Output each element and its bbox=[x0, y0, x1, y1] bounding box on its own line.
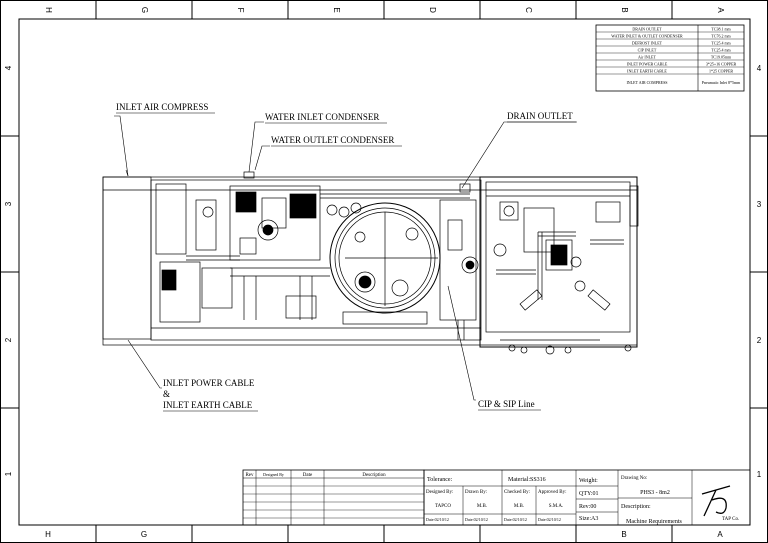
zone-left-2: 2 bbox=[4, 337, 13, 342]
zone-top-d: D bbox=[428, 7, 437, 13]
description-value: Machine Requirements bbox=[626, 519, 682, 525]
zone-left-1: 1 bbox=[4, 471, 13, 476]
description-col-header: Description bbox=[362, 473, 386, 478]
spec-label-5: INLET POWER CABLE bbox=[627, 62, 668, 67]
date-col-header: Date bbox=[303, 473, 313, 478]
zone-top-e: E bbox=[332, 7, 341, 12]
machine-drawing bbox=[102, 171, 639, 355]
zone-bottom-g: G bbox=[141, 530, 147, 539]
size-value: Size:A3 bbox=[579, 516, 598, 522]
weight-label: Weight: bbox=[579, 478, 598, 484]
drawing-no-label: Drawing No: bbox=[621, 476, 647, 481]
spec-value-3: TC25.4 mm bbox=[711, 48, 731, 53]
tolerance-label: Tolerance: bbox=[427, 477, 453, 483]
callout-inlet-power-cable: INLET POWER CABLE bbox=[163, 378, 255, 388]
description-label: Description: bbox=[621, 504, 651, 510]
spec-label-6: INLET EARTH CABLE bbox=[627, 69, 667, 74]
spec-label-4: Air INLET bbox=[638, 55, 656, 60]
callout-ampersand: & bbox=[163, 389, 170, 399]
callout-cip-sip-line: CIP & SIP Line bbox=[478, 399, 535, 409]
spec-label-1: WATER INLET & OUTLET CONDENSER bbox=[611, 34, 683, 39]
spec-value-7: Pneumatic Inlet 8*5mm bbox=[702, 80, 741, 85]
spec-value-1: TC76.2 mm bbox=[711, 34, 731, 39]
zone-left-3: 3 bbox=[4, 201, 13, 206]
zone-top-a: A bbox=[716, 7, 725, 13]
spec-value-5: 3*25+16 COPPER bbox=[706, 62, 737, 67]
drawn-by-label: Drawn By: bbox=[465, 490, 487, 495]
zone-labels-top: H G F E D C B A bbox=[44, 7, 725, 13]
title-block: Rev Designed By Date Description Toleran… bbox=[242, 469, 751, 526]
qty-value: QTY:01 bbox=[579, 491, 598, 497]
spec-label-7: INLET AIR COMPRESS bbox=[626, 80, 667, 85]
spec-label-0: DRAIN OUTLET bbox=[632, 27, 662, 32]
drawing-no-value: PHS3 - 8m2 bbox=[640, 490, 670, 496]
zone-bottom-a: A bbox=[717, 530, 723, 539]
designed-by-value: TAPCO bbox=[435, 504, 451, 509]
zone-labels-bottom: H G B A bbox=[45, 530, 723, 539]
callout-water-outlet-condenser: WATER OUTLET CONDENSER bbox=[271, 135, 394, 145]
zone-right-4: 4 bbox=[757, 64, 762, 73]
designed-by-col-header: Designed By bbox=[263, 472, 284, 477]
checked-by-label: Checked By: bbox=[504, 490, 530, 495]
material-value: Material:SS316 bbox=[508, 477, 546, 483]
rev-value: Rev:00 bbox=[579, 504, 596, 510]
designed-by-label: Designed By: bbox=[426, 490, 453, 495]
rev-col-header: Rev bbox=[245, 473, 254, 478]
zone-top-b: B bbox=[620, 7, 629, 12]
spec-label-2: DEFROST INLET bbox=[632, 41, 663, 46]
zone-bottom-b: B bbox=[621, 530, 626, 539]
spec-label-3: CIP INLET bbox=[638, 48, 657, 53]
approved-by-value: S.M.A. bbox=[549, 504, 564, 509]
zone-top-c: C bbox=[524, 7, 533, 13]
spec-value-4: TC19.05mm bbox=[711, 55, 732, 60]
date-designed: Date:02/10/12 bbox=[426, 517, 449, 522]
approved-by-label: Approved By: bbox=[538, 490, 566, 495]
callout-inlet-air-compress: INLET AIR COMPRESS bbox=[116, 102, 208, 112]
zone-bottom-h: H bbox=[45, 530, 51, 539]
zone-right-1: 1 bbox=[757, 470, 762, 479]
logo-text: TAP Co. bbox=[722, 517, 739, 522]
zone-top-g: G bbox=[140, 7, 149, 13]
callout-water-inlet-condenser: WATER INLET CONDENSER bbox=[265, 112, 379, 122]
zone-right-2: 2 bbox=[757, 336, 762, 345]
spec-table: DRAIN OUTLET TC38.1 mm WATER INLET & OUT… bbox=[595, 24, 745, 92]
date-checked: Date:02/10/12 bbox=[504, 517, 527, 522]
callout-inlet-earth-cable: INLET EARTH CABLE bbox=[163, 400, 253, 410]
spec-value-0: TC38.1 mm bbox=[711, 27, 731, 32]
zone-top-f: F bbox=[236, 8, 245, 13]
checked-by-value: M.B. bbox=[514, 504, 524, 509]
inner-border bbox=[18, 18, 751, 526]
zone-labels-side: 4 3 2 1 4 3 2 1 bbox=[4, 64, 762, 479]
tap-logo bbox=[701, 485, 731, 517]
zone-right-3: 3 bbox=[757, 200, 762, 209]
date-drawn: Date:02/10/12 bbox=[465, 517, 488, 522]
callout-drain-outlet: DRAIN OUTLET bbox=[507, 111, 573, 121]
date-approved: Date:02/10/12 bbox=[538, 517, 561, 522]
drawn-by-value: M.B. bbox=[477, 504, 487, 509]
spec-value-2: TC25.4 mm bbox=[711, 41, 731, 46]
zone-top-h: H bbox=[44, 7, 53, 13]
spec-value-6: 1*25 COPPER bbox=[709, 69, 733, 74]
zone-left-4: 4 bbox=[4, 65, 13, 70]
